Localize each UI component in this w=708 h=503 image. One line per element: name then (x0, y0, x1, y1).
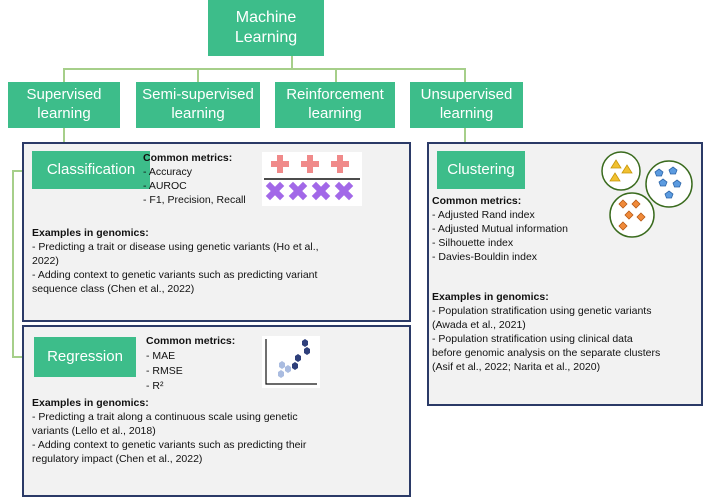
cluster-triangles (601, 151, 641, 191)
classification-metrics-title: Common metrics: (143, 152, 233, 164)
clustering-metric: - Adjusted Mutual information (432, 223, 568, 235)
diamond-icon (636, 212, 646, 222)
pentagon-icon (664, 190, 674, 199)
pentagon-icon (658, 178, 668, 187)
triangle-icon (610, 159, 622, 169)
connector-reinforcement (335, 68, 337, 82)
node-supervised-learning: Supervised learning (8, 82, 120, 128)
hexagon-icon (295, 354, 301, 362)
diamond-icon (624, 210, 634, 220)
classification-illustration (262, 152, 362, 206)
classification-metric: - Accuracy (143, 166, 193, 178)
cross-icon (265, 181, 285, 201)
diamond-icon (618, 199, 628, 209)
node-unsupervised-learning: Unsupervised learning (410, 82, 523, 128)
connector-supervised-down (63, 128, 65, 142)
plus-icon (331, 155, 349, 173)
regression-example-line: regulatory impact (Chen et al., 2022) (32, 453, 203, 465)
pentagon-icon (668, 166, 678, 175)
connector-horizontal (63, 68, 466, 70)
diamond-icon (618, 221, 628, 231)
pentagon-icon (672, 179, 682, 188)
clustering-example-line: - Population stratification using geneti… (432, 305, 652, 317)
regression-metric: - RMSE (146, 365, 183, 377)
classification-example-line: - Adding context to genetic variants suc… (32, 269, 318, 281)
hexagon-icon (278, 370, 284, 378)
hexagon-icon (302, 339, 308, 347)
node-semi-supervised-learning: Semi-supervised learning (136, 82, 260, 128)
regression-metrics-title: Common metrics: (146, 335, 236, 347)
connector-unsupervised (464, 68, 466, 82)
clustering-metrics-title: Common metrics: (432, 195, 522, 207)
clustering-metric: - Davies-Bouldin index (432, 251, 538, 263)
hexagon-points (278, 339, 310, 378)
diamond-icon (631, 199, 641, 209)
classification-metric: - AUROC (143, 180, 187, 192)
connector-supervised (63, 68, 65, 82)
classification-metric: - F1, Precision, Recall (143, 194, 246, 206)
cluster-pentagons (645, 160, 693, 208)
hexagon-icon (279, 361, 285, 369)
plus-icon (301, 155, 319, 173)
clustering-illustration (601, 151, 693, 238)
regression-metric: - R² (146, 380, 164, 392)
triangle-icon (609, 172, 621, 182)
cross-icon (288, 181, 308, 201)
regression-examples-title: Examples in genomics: (32, 397, 149, 409)
connector-root-down (291, 56, 293, 70)
classification-example-line: 2022) (32, 255, 59, 267)
regression-example-line: - Predicting a trait along a continuous … (32, 411, 298, 423)
regression-example-line: variants (Lello et al., 2018) (32, 425, 156, 437)
connector-branch-vertical (12, 170, 14, 357)
clustering-example-line: before genomic analysis on the separate … (432, 347, 661, 359)
node-reinforcement-learning: Reinforcement learning (275, 82, 395, 128)
clustering-examples-title: Examples in genomics: (432, 291, 549, 303)
clustering-node: Clustering (437, 151, 525, 189)
cross-icon (334, 181, 354, 201)
clustering-example-line: (Awada et al., 2021) (432, 319, 526, 331)
regression-illustration (262, 336, 320, 388)
connector-semi-supervised (197, 68, 199, 82)
hexagon-icon (285, 365, 291, 373)
triangle-icon (621, 164, 633, 174)
regression-node: Regression (34, 337, 136, 377)
cluster-diamonds (609, 192, 655, 238)
pentagon-icon (654, 168, 664, 177)
root-node-machine-learning: Machine Learning (208, 0, 324, 56)
classification-example-line: sequence class (Chen et al., 2022) (32, 283, 195, 295)
regression-example-line: - Adding context to genetic variants suc… (32, 439, 307, 451)
clustering-metric: - Adjusted Rand index (432, 209, 535, 221)
hexagon-icon (304, 347, 310, 355)
clustering-metric: - Silhouette index (432, 237, 514, 249)
clustering-example-line: - Population stratification using clinic… (432, 333, 633, 345)
clustering-example-line: (Asif et al., 2022; Narita et al., 2020) (432, 361, 601, 373)
classification-node: Classification (32, 151, 150, 189)
regression-metric: - MAE (146, 350, 176, 362)
connector-unsupervised-down (464, 128, 466, 142)
cross-icon (311, 181, 331, 201)
hexagon-icon (292, 362, 298, 370)
plus-icon (271, 155, 289, 173)
classification-examples-title: Examples in genomics: (32, 227, 149, 239)
classification-example-line: - Predicting a trait or disease using ge… (32, 241, 319, 253)
